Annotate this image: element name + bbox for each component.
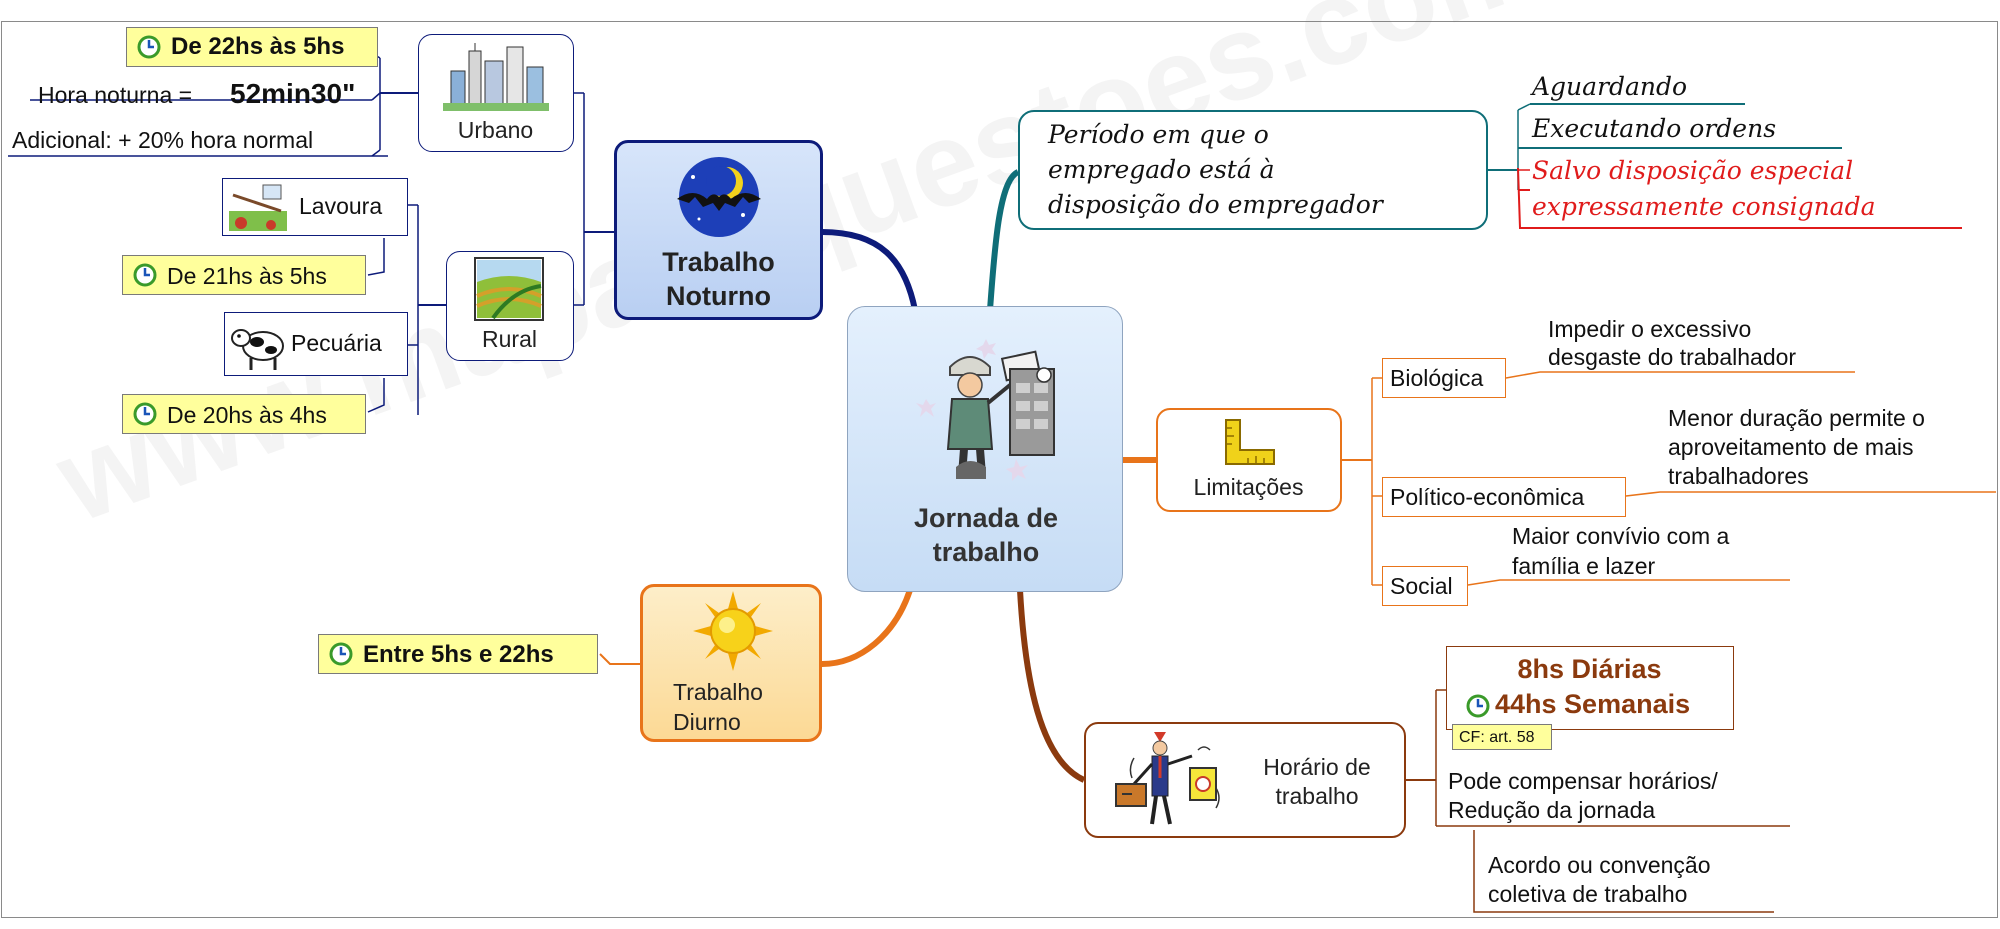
bat-moon-icon	[677, 157, 761, 237]
horario-semanais: 44hs Semanais	[1495, 689, 1691, 719]
urbano-time-text: De 22hs às 5hs	[171, 33, 345, 60]
limitacao-politico-economica-label: Político-econômica	[1390, 484, 1585, 510]
urbano-hora-noturna-value: 52min30"	[230, 78, 356, 109]
map-frame	[1, 21, 1998, 918]
biologica-text-line2: desgaste do trabalhador	[1548, 344, 1797, 370]
horario-duracao-node[interactable]: 8hs Diárias 44hs Semanais	[1446, 646, 1734, 730]
clock-icon	[329, 642, 353, 666]
topic-horario-label-line2: trabalho	[1275, 783, 1359, 809]
politico-text-line1: Menor duração permite o	[1668, 405, 1925, 431]
periodo-line2: empregado está à	[1048, 155, 1275, 184]
horario-compensar-line1: Pode compensar horários/	[1448, 768, 1718, 794]
clock-icon	[133, 263, 157, 287]
rural-lavoura-node[interactable]: Lavoura	[222, 178, 408, 236]
topic-trabalho-noturno[interactable]: Trabalho Noturno	[614, 140, 823, 320]
social-text-line1: Maior convívio com a	[1512, 523, 1730, 549]
topic-trabalho-diurno-label-line1: Trabalho	[673, 679, 763, 705]
subtopic-urbano[interactable]: Urbano	[418, 34, 574, 152]
subtopic-rural-label: Rural	[482, 326, 537, 352]
central-topic-label-line2: trabalho	[932, 537, 1040, 567]
diurno-time-text: Entre 5hs e 22hs	[363, 641, 554, 668]
periodo-aguardando: Aguardando	[1532, 72, 1688, 101]
biologica-text-line1: Impedir o excessivo	[1548, 316, 1752, 342]
city-icon	[443, 43, 549, 111]
topic-trabalho-diurno[interactable]: Trabalho Diurno	[640, 584, 822, 742]
clock-icon	[137, 35, 161, 59]
worker-icon	[916, 339, 1055, 481]
lavoura-time-text: De 21hs às 5hs	[167, 263, 327, 289]
topic-horario-label-line1: Horário de	[1263, 754, 1371, 780]
cf-art-58-note: CF: art. 58	[1452, 724, 1552, 750]
horario-acordo-line2: coletiva de trabalho	[1488, 881, 1688, 907]
rural-pecuaria-label: Pecuária	[291, 330, 382, 356]
clock-icon	[1466, 694, 1490, 718]
limitacao-biologica-node[interactable]: Biológica	[1382, 358, 1506, 398]
urbano-adicional: Adicional: + 20% hora normal	[12, 127, 314, 153]
limitacao-politico-economica-node[interactable]: Político-econômica	[1382, 477, 1626, 517]
farm-icon	[474, 257, 544, 321]
topic-trabalho-noturno-label-line2: Noturno	[666, 281, 771, 311]
topic-periodo-disposicao[interactable]: Período em que o empregado está à dispos…	[1018, 110, 1488, 230]
horario-acordo-line1: Acordo ou convenção	[1488, 852, 1711, 878]
subtopic-rural[interactable]: Rural	[446, 251, 574, 361]
periodo-line3: disposição do empregador	[1048, 190, 1383, 219]
topic-trabalho-diurno-label-line2: Diurno	[673, 709, 741, 735]
horario-compensar-line2: Redução da jornada	[1448, 797, 1656, 823]
topic-horario-trabalho[interactable]: Horário de trabalho	[1084, 722, 1406, 838]
lavoura-time-callout: De 21hs às 5hs	[122, 255, 366, 295]
politico-text-line3: trabalhadores	[1668, 463, 1809, 489]
urbano-time-callout: De 22hs às 5hs	[126, 27, 378, 67]
businessman-icon	[1115, 732, 1220, 825]
periodo-salvo-line1: Salvo disposição especial	[1532, 156, 1854, 185]
limitacao-social-node[interactable]: Social	[1382, 566, 1468, 606]
urbano-hora-noturna-prefix: Hora noturna =	[38, 82, 193, 108]
periodo-line1: Período em que o	[1048, 120, 1269, 149]
rural-pecuaria-node[interactable]: Pecuária	[224, 312, 408, 376]
limitacao-social-label: Social	[1390, 573, 1453, 599]
ruler-icon	[1225, 419, 1275, 465]
topic-limitacoes[interactable]: Limitações	[1156, 408, 1342, 512]
pecuaria-time-text: De 20hs às 4hs	[167, 402, 327, 428]
horario-diarias: 8hs Diárias	[1517, 654, 1662, 684]
clock-icon	[133, 402, 157, 426]
tractor-icon	[229, 184, 287, 231]
cow-icon	[231, 329, 284, 370]
topic-limitacoes-label: Limitações	[1193, 474, 1304, 500]
cf-art-58-text: CF: art. 58	[1459, 729, 1535, 746]
central-topic[interactable]: Jornada de trabalho	[847, 306, 1123, 592]
pecuaria-time-callout: De 20hs às 4hs	[122, 394, 366, 434]
periodo-salvo-line2: expressamente consignada	[1532, 192, 1876, 221]
topic-trabalho-noturno-label-line1: Trabalho	[662, 247, 775, 277]
rural-lavoura-label: Lavoura	[299, 193, 383, 219]
social-text-line2: família e lazer	[1512, 553, 1656, 579]
limitacao-biologica-label: Biológica	[1390, 365, 1484, 391]
periodo-executando-ordens: Executando ordens	[1532, 114, 1777, 143]
sun-icon	[693, 591, 773, 671]
subtopic-urbano-label: Urbano	[457, 117, 534, 143]
diurno-time-callout: Entre 5hs e 22hs	[318, 634, 598, 674]
central-topic-label-line1: Jornada de	[913, 503, 1059, 533]
politico-text-line2: aproveitamento de mais	[1668, 434, 1914, 460]
